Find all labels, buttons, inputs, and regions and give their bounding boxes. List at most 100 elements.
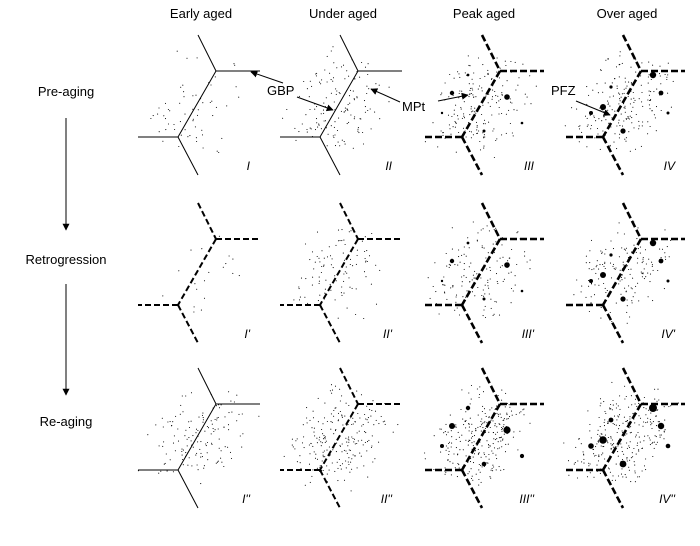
precipitate-dot (657, 421, 659, 423)
row-label-retrogression: Retrogression (26, 252, 107, 267)
precipitate-dot (640, 84, 642, 86)
precipitate-dot (501, 446, 503, 448)
precipitate-dot (465, 411, 467, 413)
precipitate-dot (619, 125, 621, 127)
precipitate-dot (378, 441, 380, 443)
precipitate-dot (326, 473, 328, 475)
precipitate-dot (612, 263, 615, 265)
precipitate-dot (622, 422, 624, 424)
precipitate-dot (477, 88, 479, 90)
boundary-segment (319, 70, 359, 138)
precipitate-dot (648, 104, 650, 106)
precipitate-dot (202, 419, 204, 421)
precipitate-dot (322, 433, 324, 435)
precipitate-dot (501, 265, 503, 267)
precipitate-dot (348, 439, 350, 441)
precipitate-dot (481, 294, 483, 297)
precipitate-dot (590, 124, 592, 127)
precipitate-dot (324, 456, 326, 458)
precipitate-dot (200, 452, 202, 454)
precipitate-dot (604, 410, 606, 413)
precipitate-dot (621, 451, 623, 453)
precipitate-dot (174, 128, 176, 131)
boundary-segment (460, 469, 484, 509)
precipitate-dot (589, 463, 591, 465)
precipitate-dot (369, 108, 371, 110)
precipitate-dot (630, 457, 632, 459)
precipitate-dot (158, 107, 160, 109)
precipitate-dot (326, 256, 329, 258)
precipitate-dot (471, 432, 473, 434)
precipitate-particle (600, 272, 606, 278)
column-header-early-aged: Early aged (170, 6, 232, 21)
precipitate-dot (331, 421, 333, 423)
precipitate-dot (334, 299, 336, 301)
precipitate-dot (490, 477, 492, 479)
precipitate-dot (485, 96, 487, 98)
precipitate-dot (488, 453, 490, 456)
precipitate-dot (609, 407, 611, 409)
precipitate-dot (424, 141, 426, 143)
precipitate-dot (480, 465, 482, 467)
precipitate-dot (147, 434, 149, 436)
precipitate-dot (309, 80, 311, 82)
precipitate-dot (668, 256, 670, 258)
precipitate-dot (445, 252, 447, 255)
precipitate-dot (323, 450, 325, 452)
precipitate-dot (503, 419, 505, 421)
precipitate-dot (305, 114, 307, 116)
precipitate-dot (379, 118, 381, 120)
precipitate-dot (207, 459, 209, 461)
precipitate-dot (612, 248, 615, 250)
precipitate-dot (599, 405, 601, 407)
precipitate-dot (200, 456, 202, 458)
precipitate-dot (626, 299, 628, 301)
precipitate-dot (660, 257, 662, 259)
precipitate-dot (162, 140, 164, 142)
precipitate-dot (663, 431, 665, 433)
precipitate-dot (479, 77, 481, 80)
precipitate-dot (304, 243, 307, 245)
precipitate-dot (334, 145, 337, 147)
precipitate-dot (359, 452, 361, 454)
precipitate-dot (364, 236, 366, 238)
precipitate-dot (339, 145, 341, 147)
precipitate-dot (630, 83, 632, 85)
precipitate-dot (342, 252, 344, 254)
precipitate-dot (203, 280, 206, 282)
boundary-segment (339, 367, 359, 405)
precipitate-dot (155, 424, 157, 426)
precipitate-dot (648, 437, 650, 439)
precipitate-particle (482, 297, 486, 301)
precipitate-particle (619, 460, 627, 468)
precipitate-dot (607, 102, 609, 104)
precipitate-particle (440, 111, 444, 115)
precipitate-dot (657, 409, 659, 411)
precipitate-dot (443, 276, 445, 278)
precipitate-dot (295, 440, 297, 442)
precipitate-dot (163, 463, 165, 465)
precipitate-dot (502, 426, 504, 428)
precipitate-dot (480, 481, 482, 483)
precipitate-dot (217, 416, 219, 419)
precipitate-dot (498, 77, 500, 79)
precipitate-dot (465, 136, 467, 138)
precipitate-dot (493, 447, 496, 449)
precipitate-dot (492, 432, 495, 434)
precipitate-dot (474, 295, 476, 297)
precipitate-dot (628, 466, 630, 468)
precipitate-dot (672, 80, 674, 82)
precipitate-dot (504, 406, 506, 408)
precipitate-dot (483, 295, 485, 297)
precipitate-dot (306, 131, 308, 133)
precipitate-dot (332, 77, 335, 79)
panel-label: IV'' (659, 492, 676, 506)
precipitate-dot (356, 467, 358, 469)
precipitate-dot (632, 296, 634, 298)
precipitate-dot (169, 459, 171, 461)
precipitate-dot (447, 114, 450, 116)
precipitate-dot (589, 262, 591, 264)
precipitate-dot (177, 428, 179, 430)
precipitate-particle (599, 436, 607, 444)
precipitate-dot (463, 268, 465, 270)
